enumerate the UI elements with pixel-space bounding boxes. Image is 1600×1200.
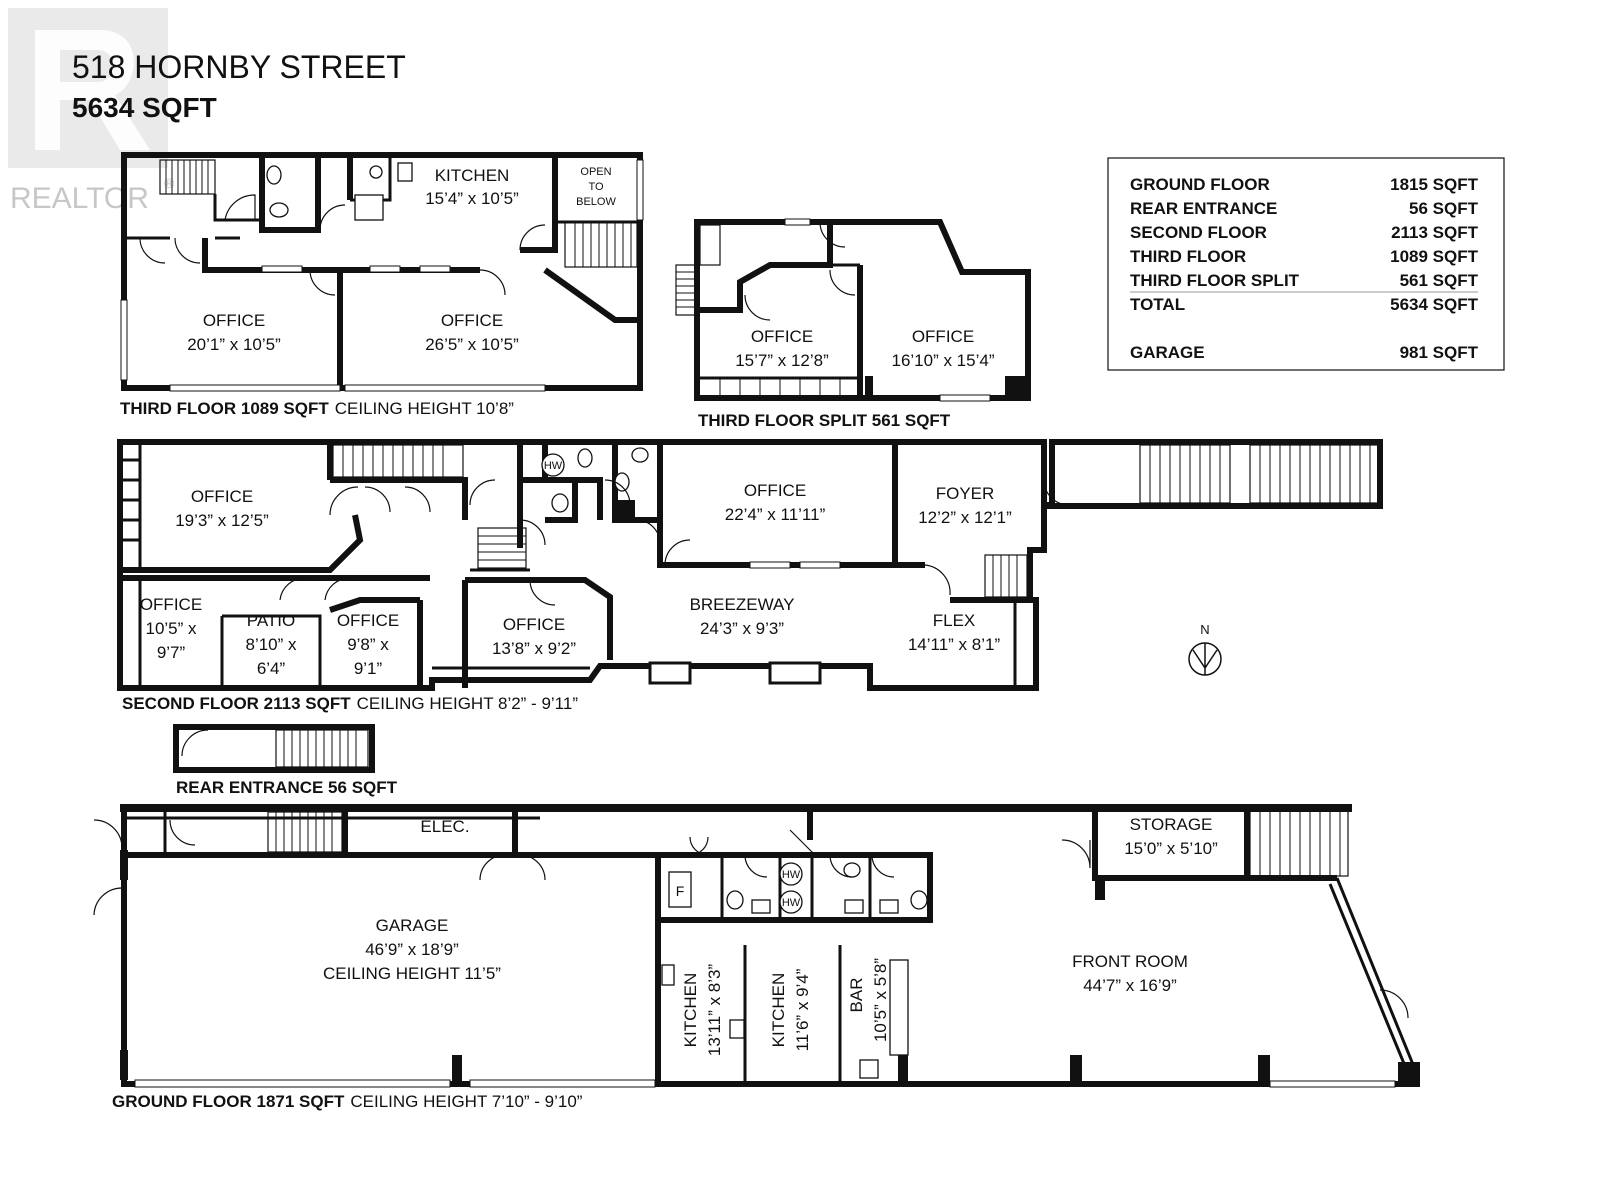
storage-name: STORAGE bbox=[1130, 815, 1213, 834]
ground-hw-label-1: HW bbox=[782, 869, 801, 881]
split-office-1-size: 15’7” x 12’8” bbox=[735, 351, 829, 370]
ground-floor-plan: F HW HW bbox=[93, 804, 1420, 1111]
third-floor-caption-ceiling: CEILING HEIGHT 10’8” bbox=[335, 399, 515, 418]
third-office-1-size: 20’1” x 10’5” bbox=[187, 335, 281, 354]
summary-value-rear: 56 SQFT bbox=[1409, 199, 1479, 218]
compass-icon: N bbox=[1188, 622, 1222, 676]
third-floor-plan: KITCHEN 15’4” x 10’5” OPEN TO BELOW OFFI… bbox=[120, 152, 644, 418]
third-office-2-name: OFFICE bbox=[441, 311, 503, 330]
address-title: 518 HORNBY STREET bbox=[72, 49, 406, 85]
breezeway-size: 24’3” x 9’3” bbox=[700, 619, 784, 638]
stair-second-top bbox=[332, 444, 464, 478]
second-floor-caption-bold: SECOND FLOOR 2113 SQFT bbox=[122, 694, 351, 713]
ground-kitchen-1-name: KITCHEN bbox=[681, 973, 700, 1048]
total-sqft-title: 5634 SQFT bbox=[72, 92, 217, 123]
summary-value-ground: 1815 SQFT bbox=[1390, 175, 1478, 194]
third-floor-caption: THIRD FLOOR 1089 SQFT CEILING HEIGHT 10’8… bbox=[120, 399, 514, 418]
summary-label-garage: GARAGE bbox=[1130, 343, 1205, 362]
realtor-logo-text: REALTOR bbox=[10, 182, 149, 215]
summary-label-third: THIRD FLOOR bbox=[1130, 247, 1246, 266]
summary-value-third: 1089 SQFT bbox=[1390, 247, 1478, 266]
ground-floor-caption: GROUND FLOOR 1871 SQFT CEILING HEIGHT 7’1… bbox=[112, 1092, 583, 1111]
split-office-1-name: OFFICE bbox=[751, 327, 813, 346]
second-office-d-size: 13’8” x 9’2” bbox=[492, 639, 576, 658]
stair-third-topleft bbox=[159, 159, 216, 195]
foyer-name: FOYER bbox=[936, 484, 995, 503]
ground-kitchen-2-size: 11’6” x 9’4” bbox=[793, 968, 812, 1051]
third-floor-split-plan: OFFICE 15’7” x 12’8” OFFICE 16’10” x 15’… bbox=[675, 218, 1031, 430]
ground-floor-caption-ceiling: CEILING HEIGHT 7’10” - 9’10” bbox=[350, 1092, 582, 1111]
open-to-below-2: TO bbox=[588, 181, 604, 193]
realtor-logo: REALTOR ® bbox=[8, 8, 175, 215]
second-office-c-size-1: 9’8” x bbox=[347, 635, 389, 654]
garage-size: 46’9” x 18’9” bbox=[365, 940, 459, 959]
second-office-c-name: OFFICE bbox=[337, 611, 399, 630]
rear-entrance-plan: REAR ENTRANCE 56 SQFT bbox=[173, 724, 398, 797]
third-kitchen-size: 15’4” x 10’5” bbox=[425, 189, 519, 208]
flex-name: FLEX bbox=[933, 611, 976, 630]
third-kitchen-name: KITCHEN bbox=[435, 166, 510, 185]
third-floor-caption-bold: THIRD FLOOR 1089 SQFT bbox=[120, 399, 329, 418]
garage-name: GARAGE bbox=[376, 916, 449, 935]
second-floor-caption-ceiling: CEILING HEIGHT 8’2” - 9’11” bbox=[357, 694, 579, 713]
breezeway-name: BREEZEWAY bbox=[690, 595, 795, 614]
registered-mark: ® bbox=[164, 175, 175, 191]
stair-third-right bbox=[564, 221, 638, 268]
compass-north-label: N bbox=[1200, 622, 1209, 637]
summary-label-third-split: THIRD FLOOR SPLIT bbox=[1130, 271, 1300, 290]
split-office-2-name: OFFICE bbox=[912, 327, 974, 346]
split-office-2-size: 16’10” x 15’4” bbox=[891, 351, 994, 370]
stair-second-right bbox=[1139, 444, 1379, 504]
ground-kitchen-1-size: 13’11” x 8’3” bbox=[705, 964, 724, 1057]
patio-name: PATIO bbox=[247, 611, 296, 630]
summary-table: GROUND FLOOR 1815 SQFT REAR ENTRANCE 56 … bbox=[1107, 157, 1505, 371]
stair-ground-topright bbox=[1249, 810, 1349, 877]
stair-ground-topleft bbox=[267, 811, 343, 853]
stair-foyer bbox=[984, 554, 1028, 598]
third-office-1-name: OFFICE bbox=[203, 311, 265, 330]
second-floor-plan: HW bbox=[117, 439, 1383, 713]
ground-hw-label-2: HW bbox=[782, 897, 801, 909]
summary-value-total: 5634 SQFT bbox=[1390, 295, 1478, 314]
summary-label-rear: REAR ENTRANCE bbox=[1130, 199, 1277, 218]
patio-size-1: 8’10” x bbox=[245, 635, 297, 654]
ground-floor-caption-bold: GROUND FLOOR 1871 SQFT bbox=[112, 1092, 345, 1111]
second-hw-label: HW bbox=[544, 460, 563, 472]
open-to-below-1: OPEN bbox=[580, 166, 611, 178]
second-office-b-size-2: 9’7” bbox=[157, 643, 186, 662]
bar-name: BAR bbox=[847, 978, 866, 1013]
second-office-b-size-1: 10’5” x bbox=[145, 619, 197, 638]
summary-value-second: 2113 SQFT bbox=[1391, 223, 1479, 242]
second-office-b-name: OFFICE bbox=[140, 595, 202, 614]
second-office-e-name: OFFICE bbox=[744, 481, 806, 500]
flex-size: 14’11” x 8’1” bbox=[908, 635, 1001, 654]
summary-label-ground: GROUND FLOOR bbox=[1130, 175, 1270, 194]
foyer-size: 12’2” x 12’1” bbox=[918, 508, 1012, 527]
summary-value-garage: 981 SQFT bbox=[1400, 343, 1479, 362]
summary-label-second: SECOND FLOOR bbox=[1130, 223, 1267, 242]
rear-entrance-caption: REAR ENTRANCE 56 SQFT bbox=[176, 778, 398, 797]
garage-ceiling: CEILING HEIGHT 11’5” bbox=[323, 964, 501, 983]
storage-size: 15’0” x 5’10” bbox=[1124, 839, 1218, 858]
open-to-below-3: BELOW bbox=[576, 196, 616, 208]
patio-size-2: 6’4” bbox=[257, 659, 286, 678]
third-floor-split-caption: THIRD FLOOR SPLIT 561 SQFT bbox=[698, 411, 951, 430]
fridge-label: F bbox=[676, 883, 685, 899]
bar-size: 10’5” x 5’8” bbox=[871, 958, 890, 1042]
second-office-d-name: OFFICE bbox=[503, 615, 565, 634]
second-floor-caption: SECOND FLOOR 2113 SQFT CEILING HEIGHT 8’2… bbox=[122, 694, 578, 713]
second-office-c-size-2: 9’1” bbox=[354, 659, 383, 678]
third-office-2-size: 26’5” x 10’5” bbox=[425, 335, 519, 354]
stair-second-middle bbox=[477, 527, 527, 569]
front-room-name: FRONT ROOM bbox=[1072, 952, 1188, 971]
ground-kitchen-2-name: KITCHEN bbox=[769, 973, 788, 1048]
summary-value-third-split: 561 SQFT bbox=[1400, 271, 1479, 290]
front-room-size: 44’7” x 16’9” bbox=[1083, 976, 1177, 995]
second-office-a-name: OFFICE bbox=[191, 487, 253, 506]
second-office-e-size: 22’4” x 11’11” bbox=[725, 505, 826, 524]
elec-label: ELEC. bbox=[420, 817, 469, 836]
second-office-a-size: 19’3” x 12’5” bbox=[175, 511, 269, 530]
summary-label-total: TOTAL bbox=[1130, 295, 1185, 314]
